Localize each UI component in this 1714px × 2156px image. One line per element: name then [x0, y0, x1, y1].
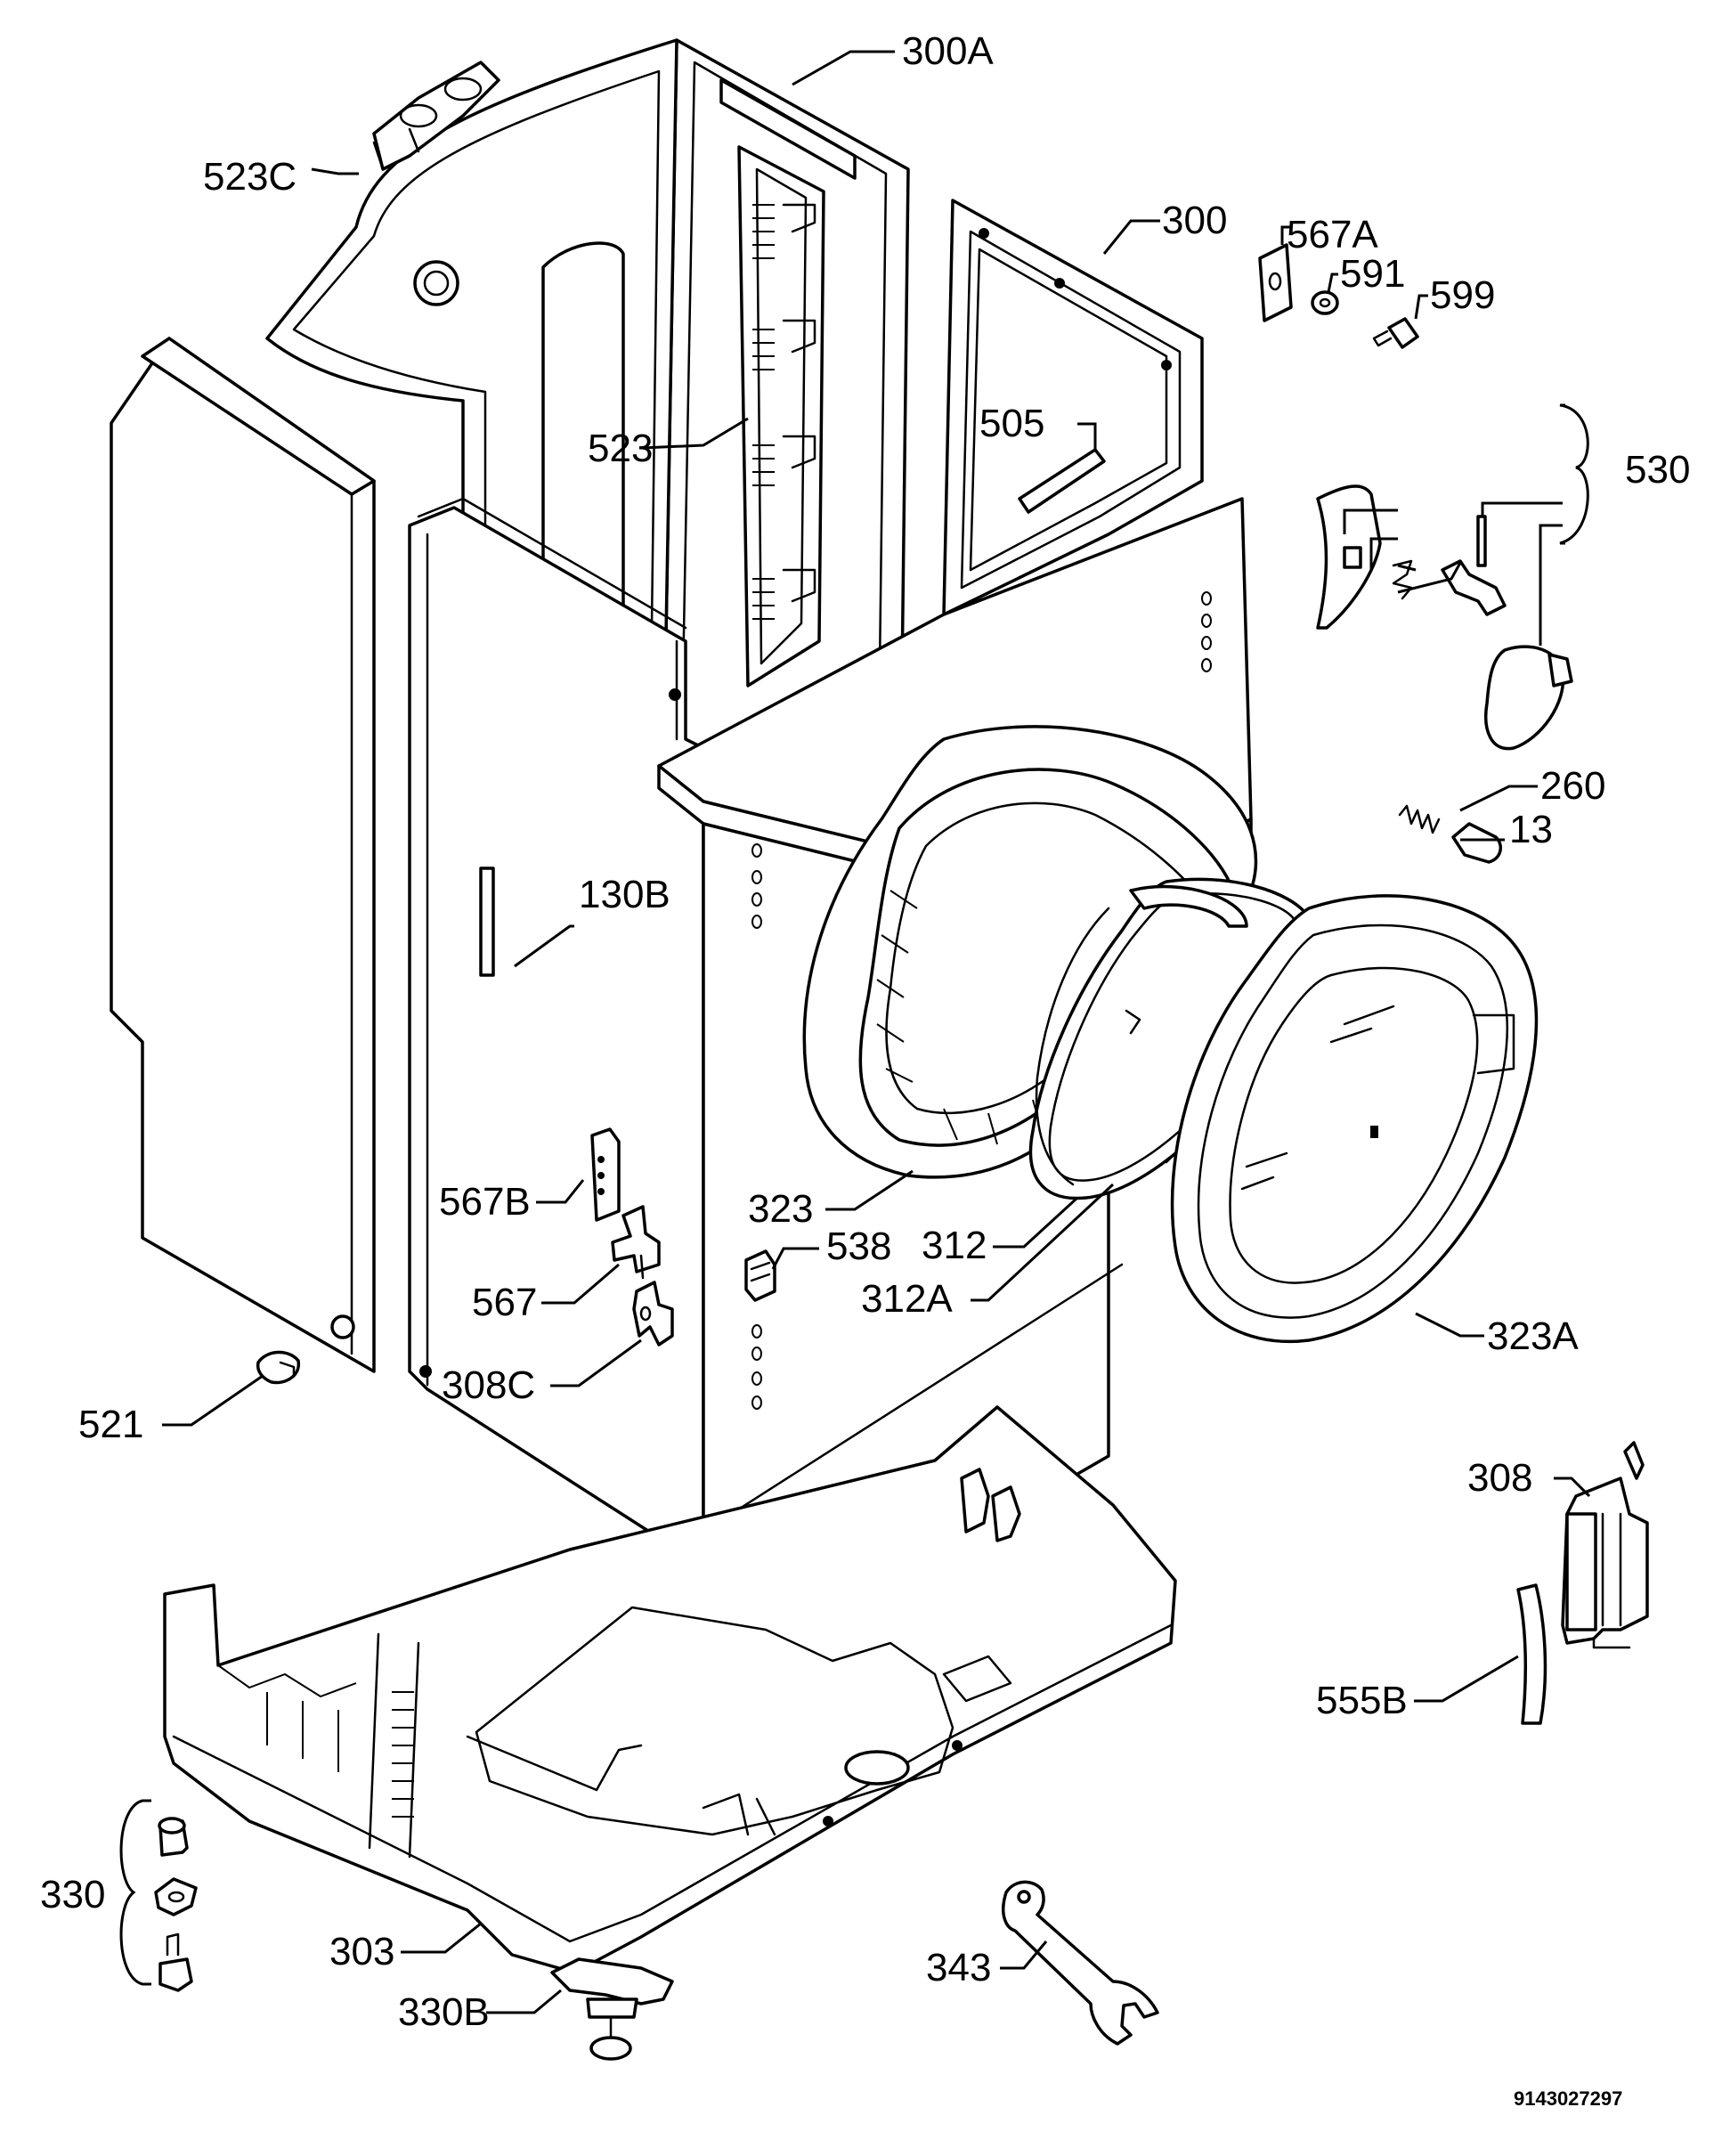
- part-523c-clip: [372, 61, 500, 171]
- part-343-wrench: [1002, 1880, 1159, 2046]
- callout-323: 323: [748, 1187, 813, 1231]
- leader-lines: [119, 50, 1591, 2014]
- callout-330: 330: [40, 1873, 105, 1916]
- callout-567b: 567B: [439, 1180, 531, 1224]
- callout-330b: 330B: [398, 1990, 490, 2034]
- callout-labels: 300A 523C 300 567A 591 599 523 505 530 2…: [40, 29, 1690, 2110]
- part-330b-foot: [550, 1957, 674, 2061]
- callout-312: 312: [922, 1224, 987, 1267]
- callout-323a: 323A: [1487, 1314, 1579, 1358]
- callout-505: 505: [979, 402, 1044, 445]
- callout-538: 538: [826, 1224, 891, 1268]
- callout-555b: 555B: [1316, 1679, 1408, 1722]
- callout-260: 260: [1540, 764, 1605, 808]
- part-260-spring: [1398, 804, 1441, 834]
- part-323a-door: [1170, 894, 1539, 1343]
- callout-308c: 308C: [442, 1363, 535, 1407]
- callout-13: 13: [1509, 808, 1553, 851]
- left-side-panel: [110, 337, 376, 1373]
- part-330-foot-group: [154, 1817, 198, 1992]
- part-300-right-frame: [942, 199, 1204, 616]
- callout-599: 599: [1430, 273, 1495, 317]
- callout-130b: 130B: [579, 873, 670, 916]
- part-530-lock-group: [1316, 484, 1573, 751]
- callout-567a: 567A: [1287, 213, 1378, 256]
- part-505-pin: [1018, 448, 1106, 514]
- part-599-screw: [1372, 317, 1419, 349]
- callout-521: 521: [78, 1403, 143, 1446]
- callout-300a: 300A: [902, 29, 994, 73]
- callout-567: 567: [472, 1281, 537, 1324]
- part-591-washer: [1311, 290, 1339, 315]
- part-308c-hinge-pin: [632, 1281, 674, 1346]
- callout-343: 343: [926, 1946, 991, 1989]
- part-308-hinge: [1561, 1441, 1649, 1649]
- part-303-base: [163, 1405, 1177, 1974]
- part-13-plug: [1451, 822, 1503, 864]
- callout-303: 303: [329, 1930, 394, 1973]
- document-number: 9143027297: [1514, 2087, 1622, 2110]
- part-555b-trim: [1516, 1583, 1547, 1725]
- part-567-bracket: [611, 1205, 661, 1280]
- part-521-screw: [256, 1350, 300, 1385]
- callout-308: 308: [1467, 1456, 1532, 1500]
- part-538-clip: [744, 1249, 776, 1302]
- callout-591: 591: [1340, 252, 1405, 296]
- part-567a-bracket: [1258, 243, 1293, 322]
- part-567b-bracket: [590, 1127, 621, 1222]
- callout-300: 300: [1162, 199, 1227, 242]
- part-523-rail: [737, 145, 825, 687]
- callout-312a: 312A: [861, 1277, 953, 1321]
- callout-523: 523: [588, 427, 653, 470]
- part-323-front-ring: [802, 725, 1258, 1179]
- callout-530: 530: [1625, 448, 1690, 492]
- callout-523c: 523C: [203, 155, 296, 199]
